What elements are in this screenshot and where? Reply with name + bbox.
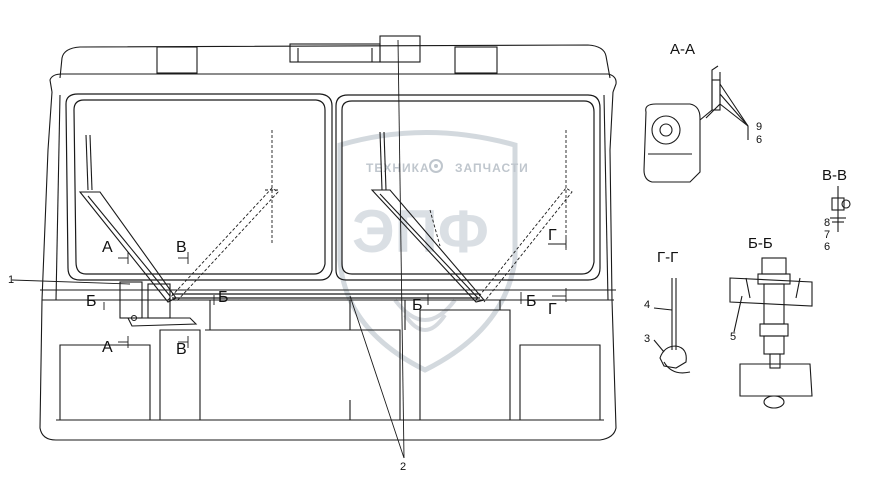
leader-lines — [11, 39, 567, 459]
windshield-left — [65, 93, 333, 281]
callout-8: 8 — [824, 217, 830, 229]
callout-2: 2 — [400, 461, 406, 473]
callout-3: 3 — [644, 333, 650, 345]
wiper-motor — [119, 281, 198, 327]
section-mark-a-bottom: А — [102, 339, 113, 356]
section-gg: Г-Г 4 3 — [644, 249, 691, 374]
wiper-right-active — [370, 131, 485, 303]
callout-7: 7 — [824, 229, 830, 241]
watermark-big-text: ЭПФ — [352, 198, 489, 265]
section-mark-a-top: А — [102, 239, 113, 256]
section-mark-b-2: Б — [218, 289, 229, 306]
callout-6-aa: 6 — [756, 134, 762, 146]
section-mark-v-top: В — [176, 239, 187, 256]
callout-5: 5 — [730, 331, 736, 343]
section-mark-b-1: Б — [86, 293, 97, 310]
section-bb-title: Б-Б — [748, 235, 773, 252]
section-aa: А-А 9 6 — [643, 41, 762, 183]
section-mark-b-3: Б — [412, 297, 423, 314]
section-gg-title: Г-Г — [657, 249, 678, 266]
section-bb: Б-Б 5 — [729, 235, 813, 409]
section-mark-v-bottom: В — [176, 341, 187, 358]
section-aa-title: А-А — [670, 41, 695, 58]
callout-4: 4 — [644, 299, 650, 311]
section-vv: В-В 8 7 6 — [822, 167, 851, 253]
cab-body — [39, 35, 617, 441]
callout-9: 9 — [756, 121, 762, 133]
section-vv-title: В-В — [822, 167, 847, 184]
wiper-right-parked — [429, 130, 573, 303]
watermark-left-text: ТЕХНИКА — [366, 161, 430, 175]
wiper-left-active — [78, 134, 177, 303]
callout-1: 1 — [8, 274, 14, 286]
section-mark-g-top: Г — [548, 227, 557, 244]
callout-6-vv: 6 — [824, 241, 830, 253]
watermark-right-text: ЗАПЧАСТИ — [455, 161, 529, 175]
linkage-rod — [172, 293, 480, 299]
windshield-right — [335, 94, 601, 281]
wiper-left-parked — [167, 130, 280, 303]
section-mark-b-4: Б — [526, 293, 537, 310]
section-mark-g-bottom: Г — [548, 301, 557, 318]
gear-icon — [429, 159, 443, 173]
